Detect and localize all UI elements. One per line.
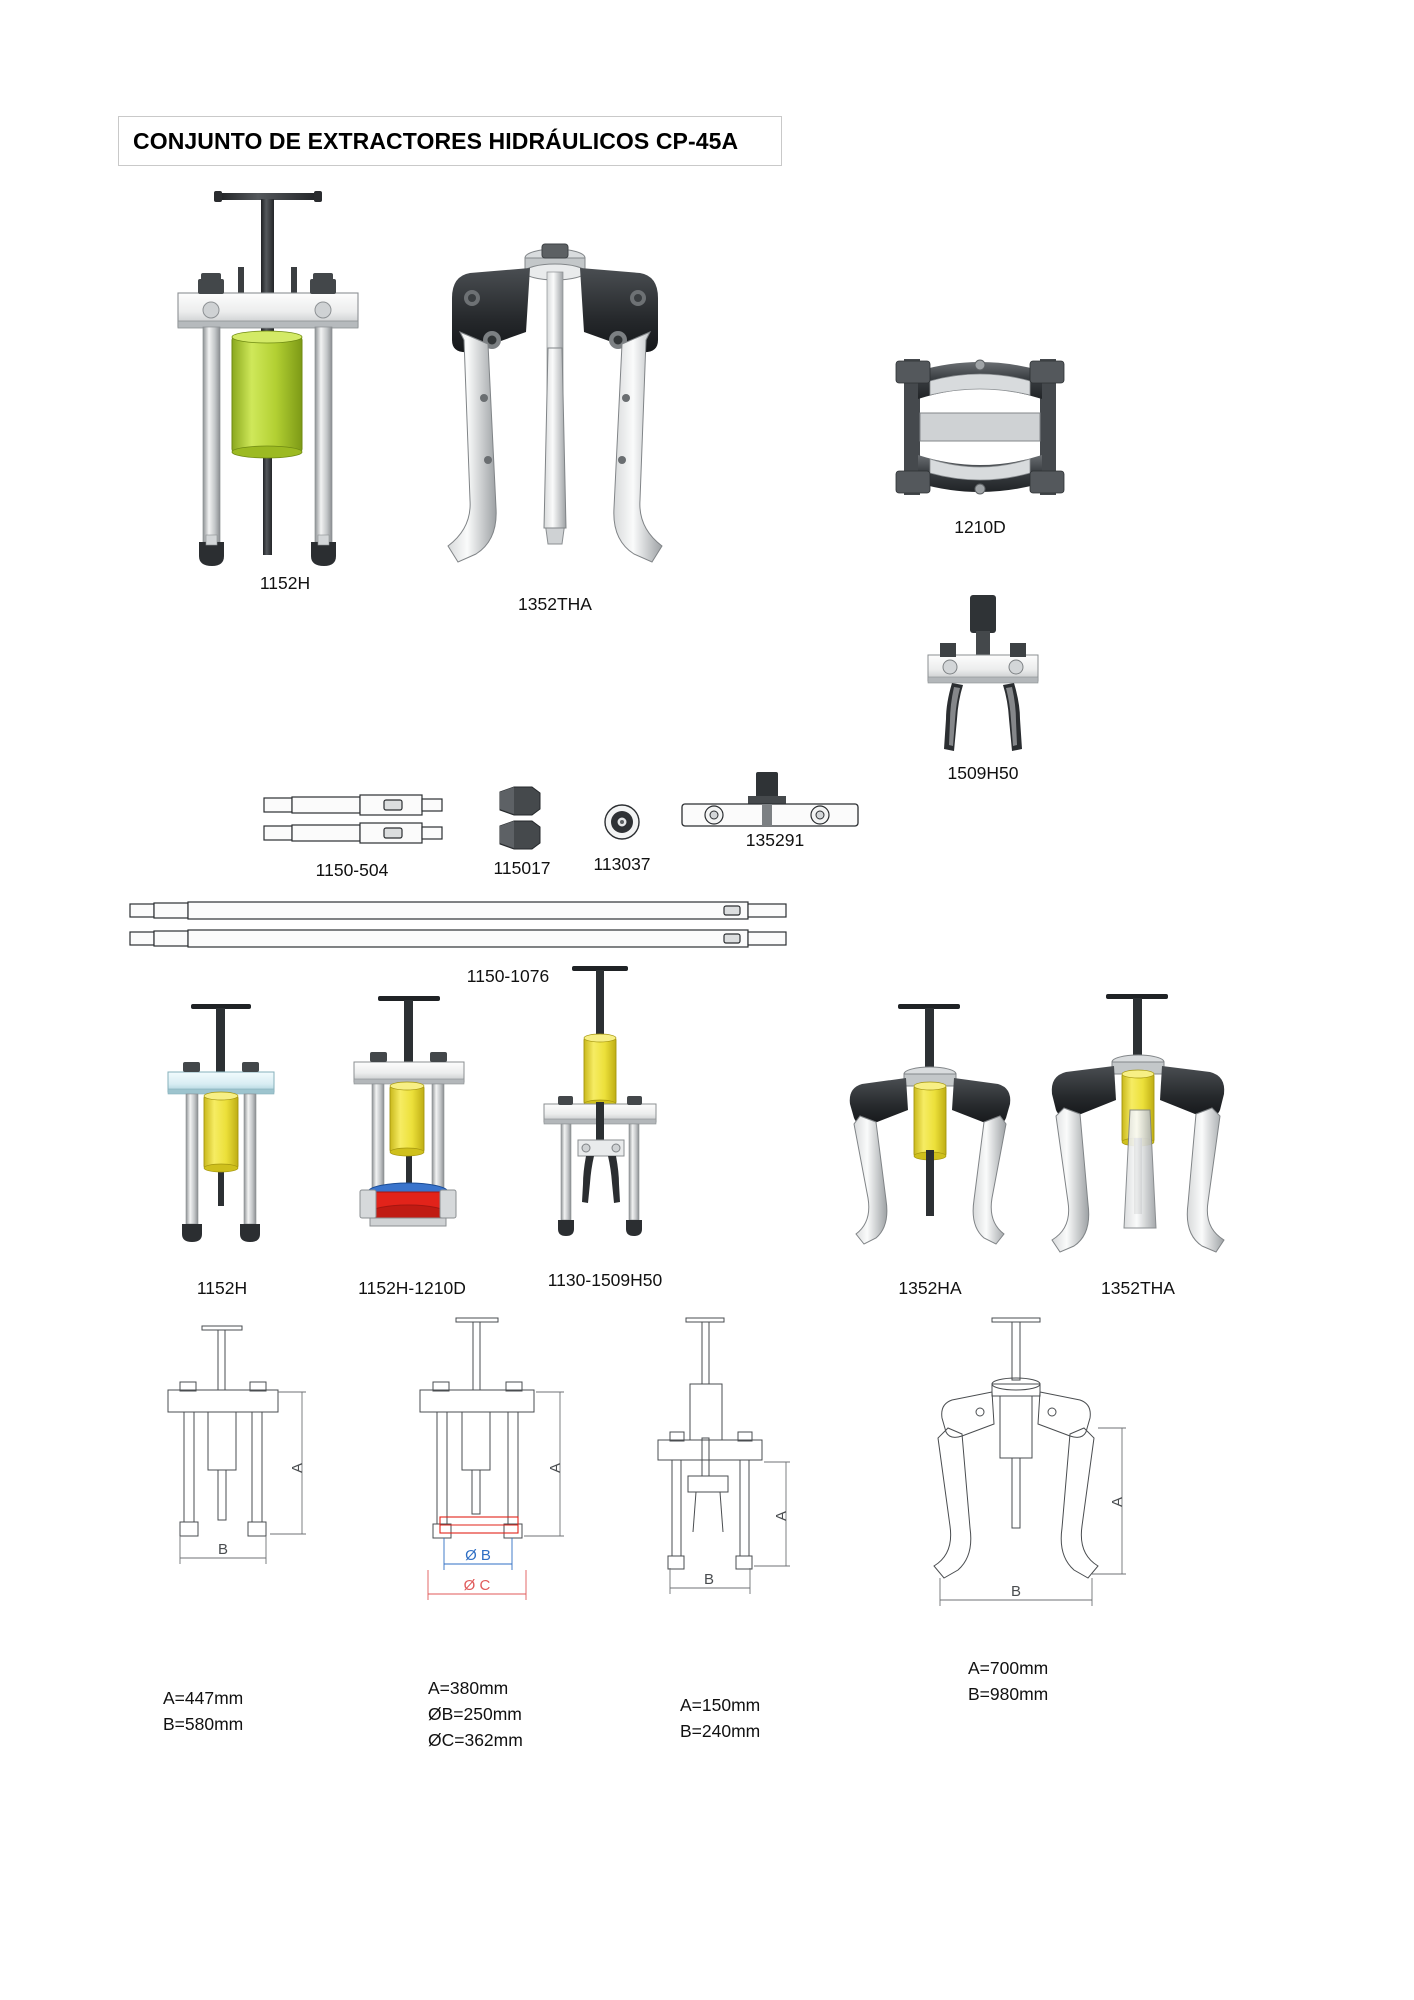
spec-b: B=240mm: [680, 1721, 761, 1741]
drawing-1150-504: [263, 794, 443, 844]
drawing-1150-1076: [129, 901, 787, 948]
dimension-specs-1130-1509h50: A=150mm B=240mm: [680, 1692, 760, 1744]
drawing-1210d: [895, 359, 1065, 495]
figure-assembly-1152h-1210d: 1152H-1210D: [340, 992, 500, 1298]
dim-callout-oc: Ø C: [464, 1577, 491, 1594]
figure-assembly-1152h: 1152H: [160, 1000, 310, 1298]
spec-b: B=980mm: [968, 1684, 1049, 1704]
spec-a: A=447mm: [163, 1688, 244, 1708]
figure-dimension-1130-1509h50: A B: [640, 1312, 820, 1622]
drawing-assembly-1352ha: [849, 1004, 1011, 1245]
figure-1352tha: 1352THA: [430, 228, 680, 614]
figure-113037: 113037: [593, 800, 651, 874]
page-title: CONJUNTO DE EXTRACTORES HIDRÁULICOS CP-4…: [133, 127, 739, 154]
figure-dimension-1152h: A B: [150, 1320, 330, 1610]
dim-callout-b: B: [218, 1541, 228, 1558]
spec-a: A=380mm: [428, 1678, 509, 1698]
component-label-1210d: 1210D: [954, 517, 1006, 537]
assembly-label-1352tha-2: 1352THA: [1101, 1278, 1175, 1298]
drawing-assembly-1152h: [167, 1004, 275, 1242]
component-label-1150-504: 1150-504: [315, 860, 389, 880]
drawing-assembly-1152h-1210d: [353, 996, 465, 1227]
assembly-label-1352ha: 1352HA: [898, 1278, 962, 1298]
figure-dimension-1152h-1210d: A Ø B Ø C: [400, 1312, 600, 1662]
drawing-1152h: [177, 191, 359, 566]
drawing-115017: [499, 786, 541, 850]
drawing-dimension-1352tha: A B: [933, 1317, 1126, 1606]
drawing-dimension-1152h-1210d: A Ø B Ø C: [419, 1317, 564, 1600]
assembly-label-1152h: 1152H: [196, 1278, 248, 1298]
dim-callout-ob: Ø B: [465, 1547, 491, 1564]
dimension-specs-1152h-1210d: A=380mm ØB=250mm ØC=362mm: [428, 1675, 523, 1753]
figure-dimension-1352tha: A B: [900, 1312, 1160, 1622]
dim-callout-a4: A: [1109, 1497, 1126, 1507]
spec-a: A=700mm: [968, 1658, 1049, 1678]
spec-a: A=150mm: [680, 1695, 761, 1715]
spec-ob: ØB=250mm: [428, 1704, 522, 1724]
component-label-1150-1076: 1150-1076: [466, 966, 550, 986]
drawing-1352tha: [447, 243, 663, 563]
component-label-113037: 113037: [593, 854, 651, 874]
drawing-dimension-1152h: A B: [167, 1325, 306, 1564]
assembly-label-1152h-1210d: 1152H-1210D: [358, 1278, 466, 1298]
drawing-135291: [681, 772, 859, 827]
spec-oc: ØC=362mm: [428, 1730, 523, 1750]
dimension-specs-1152h: A=447mm B=580mm: [163, 1685, 243, 1737]
dim-callout-a2: A: [547, 1463, 564, 1473]
figure-1150-1076: 1150-1076: [128, 898, 788, 986]
drawing-dimension-1130-1509h50: A B: [657, 1317, 790, 1594]
figure-assembly-1352ha: 1352HA: [840, 1000, 1020, 1298]
figure-1152h: 1152H: [170, 175, 400, 593]
dim-callout-a3: A: [773, 1511, 790, 1521]
figure-1150-504: 1150-504: [262, 792, 444, 880]
dim-callout-b3: B: [704, 1571, 714, 1588]
component-label-1352tha: 1352THA: [518, 594, 592, 614]
component-label-1152h: 1152H: [259, 573, 311, 593]
document-title-box: CONJUNTO DE EXTRACTORES HIDRÁULICOS CP-4…: [118, 116, 782, 166]
figure-assembly-1130-1509h50: 1130-1509H50: [530, 962, 680, 1290]
component-label-115017: 115017: [493, 858, 551, 878]
component-label-1509h50: 1509H50: [947, 763, 1019, 783]
dimension-specs-1352tha: A=700mm B=980mm: [968, 1655, 1048, 1707]
dim-callout-b4: B: [1011, 1583, 1021, 1600]
figure-1509h50: 1509H50: [910, 595, 1055, 783]
dim-callout-a: A: [289, 1463, 306, 1473]
component-label-135291: 135291: [745, 830, 805, 850]
assembly-label-1130-1509h50: 1130-1509H50: [547, 1270, 663, 1290]
figure-1210d: 1210D: [890, 345, 1070, 537]
figure-135291: 135291: [680, 770, 860, 850]
drawing-assembly-1130-1509h50: [543, 966, 657, 1236]
figure-115017: 115017: [492, 786, 552, 878]
drawing-113037: [604, 804, 640, 840]
figure-assembly-1352tha: 1352THA: [1038, 990, 1238, 1298]
drawing-1509h50: [927, 595, 1039, 751]
spec-b: B=580mm: [163, 1714, 244, 1734]
drawing-assembly-1352tha-2: [1051, 994, 1225, 1253]
